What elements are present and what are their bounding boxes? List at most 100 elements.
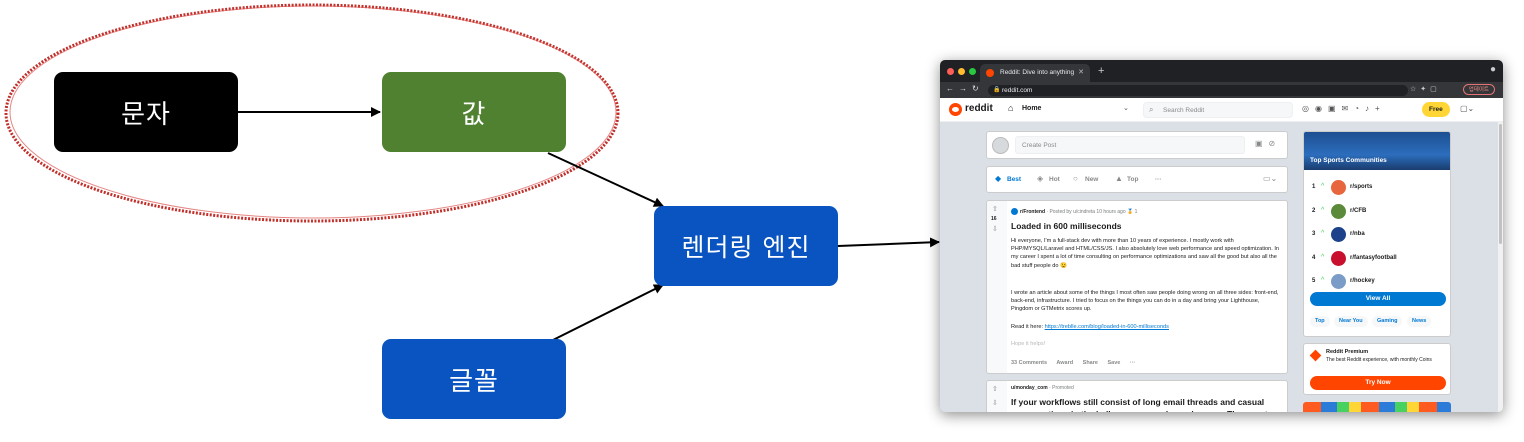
chevron-down-icon[interactable]: ⌄ — [1123, 105, 1129, 112]
close-dot-icon[interactable] — [947, 68, 954, 75]
community-row[interactable]: 5 ^ r/hockey — [1304, 270, 1450, 294]
community-name[interactable]: r/nba — [1350, 231, 1365, 237]
highlight-ellipse-inner — [9, 5, 617, 219]
new-tab-icon[interactable]: + — [1098, 65, 1105, 77]
vote-count: 16 — [991, 216, 997, 222]
community-row[interactable]: 3 ^ r/nba — [1304, 223, 1450, 247]
post-title[interactable]: Loaded in 600 milliseconds — [1011, 221, 1122, 231]
window-menu-icon[interactable]: ● — [1489, 64, 1496, 75]
post-paragraph: Hi everyone, I'm a full-stack dev with m… — [1011, 238, 1280, 269]
community-rank: 1 — [1312, 184, 1316, 190]
avatar[interactable] — [992, 137, 1009, 154]
community-row[interactable]: 2^r/CFB — [1304, 200, 1450, 224]
sort-top[interactable]: Top — [1127, 176, 1139, 183]
award-button[interactable]: Award — [1056, 360, 1074, 366]
rocket-icon: ◆ — [995, 174, 1002, 183]
chip-top[interactable]: Top — [1310, 316, 1330, 327]
node-characters: 문자 — [54, 72, 238, 152]
layout-toggle-icon[interactable]: ▭⌄ — [1263, 174, 1278, 183]
community-name[interactable]: r/fantasyfootball — [1350, 254, 1397, 261]
user-menu-icon[interactable]: ▢⌄ — [1460, 104, 1475, 113]
image-link-icons[interactable]: ▣⊘ — [1255, 139, 1282, 148]
sort-more[interactable]: ··· — [1155, 176, 1162, 183]
community-name[interactable]: r/hockey — [1350, 278, 1375, 284]
home-icon: ⌂ — [1008, 103, 1014, 113]
community-row[interactable]: 1^r/sports — [1304, 176, 1450, 200]
post-author-time: · Posted by u/cindreta 10 hours ago — [1046, 208, 1126, 215]
community-rank: 2 — [1312, 207, 1316, 214]
post-title[interactable]: If your workflows still consist of long … — [1011, 397, 1268, 412]
search-placeholder: Search Reddit — [1163, 107, 1205, 114]
sort-hot[interactable]: Hot — [1049, 176, 1060, 183]
upvote-icon[interactable]: ⇧ — [992, 386, 998, 393]
community-rank: 5 — [1312, 278, 1316, 284]
community-name[interactable]: r/CFB — [1350, 207, 1367, 214]
promoted-post-card[interactable]: ⇧ ⇩ u/monday_com · Promoted If your work… — [986, 380, 1288, 412]
community-row[interactable]: 4 ^ r/fantasyfootball — [1304, 247, 1450, 271]
reddit-favicon-icon — [986, 69, 994, 77]
try-now-button[interactable]: Try Now — [1310, 376, 1446, 390]
community-name[interactable]: r/sports — [1350, 184, 1373, 190]
post-paragraph: I wrote an article about some of the thi… — [1011, 290, 1279, 313]
profile-button[interactable]: 업데이트 — [1462, 84, 1495, 95]
chip-gaming[interactable]: Gaming — [1372, 316, 1403, 327]
post-read-line: Read it here: https://treblle.com/blog/l… — [1011, 323, 1283, 331]
sort-bar: ◆ Best ◈ Hot ○ New ▲ Top ··· ▭⌄ — [986, 166, 1288, 193]
premium-card: Reddit Premium The best Reddit experienc… — [1303, 343, 1451, 395]
close-tab-icon[interactable]: ✕ — [1078, 69, 1084, 76]
arrow-engine-to-browser — [837, 237, 940, 248]
create-post-input[interactable]: Create Post — [1015, 136, 1245, 154]
post-subreddit[interactable]: r/Frontend — [1020, 208, 1045, 215]
downvote-icon[interactable]: ⇩ — [992, 400, 998, 407]
subreddit-icon — [1011, 208, 1018, 215]
minimize-dot-icon[interactable] — [958, 68, 965, 75]
arrow-value-to-engine — [547, 152, 664, 207]
create-post-card: Create Post ▣⊘ — [986, 131, 1288, 159]
share-button[interactable]: Share — [1082, 360, 1098, 366]
upvote-icon[interactable]: ⇧ — [992, 206, 998, 213]
sort-best[interactable]: Best — [1007, 176, 1022, 183]
post-author[interactable]: u/monday_com — [1011, 385, 1048, 391]
trend-up-icon: ^ — [1321, 230, 1325, 237]
sort-new[interactable]: New — [1085, 176, 1099, 183]
highlight-ellipse — [4, 3, 620, 223]
url-text: reddit.com — [1002, 87, 1033, 94]
sidebar-ad-banner[interactable] — [1303, 402, 1451, 412]
browser-tab[interactable]: Reddit: Dive into anything ✕ — [980, 64, 1090, 82]
communities-banner — [1304, 132, 1450, 170]
view-all-button[interactable]: View All — [1310, 292, 1446, 306]
community-rank: 3 — [1312, 231, 1316, 237]
trend-up-icon: ^ — [1321, 253, 1325, 261]
maximize-dot-icon[interactable] — [969, 68, 976, 75]
downvote-icon[interactable]: ⇩ — [992, 226, 998, 233]
nav-buttons[interactable]: ←→↻ — [946, 84, 984, 93]
reddit-header: reddit ⌂ Home ⌄ ⌕ Search Reddit ◎◉▣✉◔♪+ … — [940, 98, 1503, 122]
header-action-icons[interactable]: ◎◉▣✉◔♪+ — [1302, 104, 1386, 113]
window-controls[interactable] — [947, 68, 976, 75]
comments-button[interactable]: 33 Comments — [1011, 360, 1048, 366]
url-field[interactable]: 🔒 reddit.com — [988, 85, 1408, 96]
free-coins-button[interactable]: Free — [1422, 102, 1450, 117]
node-value: 값 — [382, 72, 566, 152]
more-button[interactable]: ··· — [1129, 360, 1136, 366]
extension-icons[interactable]: ☆✦▢ — [1410, 86, 1441, 93]
post-card[interactable]: ⇧ 16 ⇩ r/Frontend · Posted by u/cindreta… — [986, 200, 1288, 374]
trend-up-icon: ^ — [1321, 277, 1325, 284]
award-count: 1 — [1134, 208, 1138, 215]
save-button[interactable]: Save — [1107, 360, 1121, 366]
reddit-logo-icon[interactable] — [949, 103, 962, 116]
read-prefix: Read it here: — [1011, 324, 1044, 330]
reddit-search-input[interactable]: ⌕ Search Reddit — [1143, 102, 1293, 118]
post-link[interactable]: https://treblle.com/blog/loaded-in-600-m… — [1044, 324, 1169, 330]
reddit-wordmark[interactable]: reddit — [965, 103, 993, 114]
home-dropdown-label[interactable]: Home — [1022, 105, 1042, 112]
node-rendering-engine: 렌더링 엔진 — [654, 206, 838, 286]
chip-near-you[interactable]: Near You — [1334, 316, 1368, 327]
chip-news[interactable]: News — [1407, 316, 1432, 327]
premium-shield-icon — [1309, 349, 1322, 362]
community-rank: 4 — [1312, 254, 1316, 261]
page-scrollbar[interactable] — [1498, 122, 1503, 412]
arrow-font-to-engine — [552, 284, 664, 341]
